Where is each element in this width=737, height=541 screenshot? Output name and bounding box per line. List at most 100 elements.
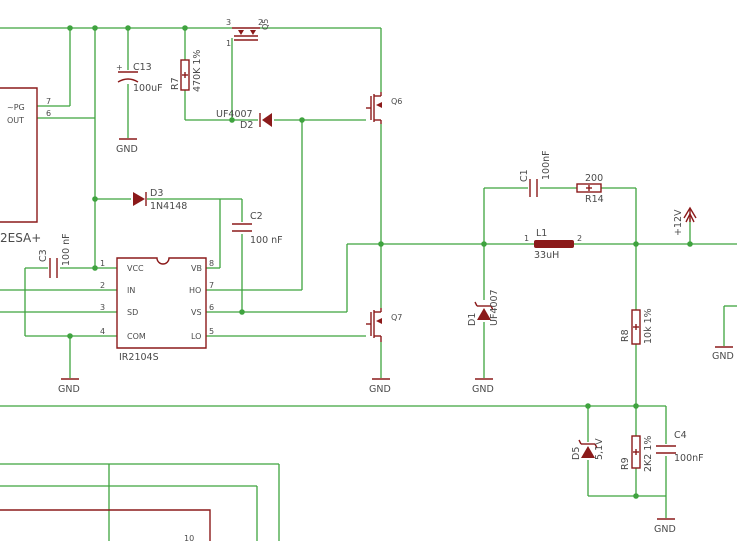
c2-value: 100 nF (250, 235, 283, 246)
gnd-label: GND (116, 144, 138, 155)
gnd-ir2104: GND (58, 378, 80, 395)
ic-pin-out-label: OUT (7, 116, 24, 125)
gnd-right: GND (712, 346, 734, 362)
resistor-r9: R9 2K2 1% (620, 435, 654, 472)
gnd-q7: GND (369, 378, 391, 395)
junction-dots (67, 25, 693, 499)
l1-pin2: 2 (577, 234, 582, 243)
ir2104-pin5-num: 5 (209, 327, 214, 336)
inductor-l1: 1 2 L1 33uH (520, 228, 582, 261)
c1-value: 100nF (541, 150, 552, 180)
c4-value: 100nF (674, 453, 704, 464)
gnd-label: GND (654, 524, 676, 535)
ir2104-in-label: IN (127, 286, 135, 295)
ic-pin6-number: 6 (46, 109, 51, 118)
ir2104-pin2-num: 2 (100, 281, 105, 290)
c1-ref: C1 (519, 169, 530, 182)
capacitor-c2: C2 100 nF (232, 211, 283, 246)
capacitor-c3: C3 100 nF (38, 233, 72, 278)
c3-value: 100 nF (61, 233, 72, 266)
q5-ref: Q5 (261, 19, 270, 30)
supply-12v: +12V (673, 206, 697, 236)
mosfet-q7: Q7 (366, 308, 402, 342)
d3-ref: D3 (150, 188, 163, 199)
l1-ref: L1 (536, 228, 547, 239)
regulator-ic-partial: ~PG OUT 7 6 2ESA+ (0, 87, 51, 245)
q5-pin2: 2 (258, 18, 263, 27)
l1-value: 33uH (534, 250, 559, 261)
d1-value: UF4007 (489, 289, 500, 326)
ic-pin7-number: 7 (46, 97, 51, 106)
c13-ref: C13 (133, 62, 152, 73)
resistor-r14: 200 R14 (576, 173, 604, 205)
zener-d5: D5 5,1V (571, 438, 605, 460)
r14-ref: R14 (585, 194, 604, 205)
ir2104-pin8-num: 8 (209, 259, 214, 268)
ir2104-pin1-num: 1 (100, 259, 105, 268)
r7-ref: R7 (170, 77, 181, 90)
capacitor-c4: C4 100nF (656, 430, 704, 464)
ir2104-lo-label: LO (191, 332, 201, 341)
c2-ref: C2 (250, 211, 263, 222)
ir2104-vb-label: VB (191, 264, 202, 273)
r9-value: 2K2 1% (643, 436, 654, 472)
q6-ref: Q6 (391, 97, 402, 106)
ir2104-pin3-num: 3 (100, 303, 105, 312)
q7-ref: Q7 (391, 313, 402, 322)
ir2104-vcc-label: VCC (127, 264, 144, 273)
d1-ref: D1 (467, 313, 478, 326)
d5-value: 5,1V (594, 438, 605, 460)
diode-d3: D3 1N4148 (133, 188, 187, 212)
gnd-label: GND (58, 384, 80, 395)
ir2104-pin6-num: 6 (209, 303, 214, 312)
r9-ref: R9 (620, 457, 631, 470)
r8-value: 10k 1% (643, 308, 654, 344)
diode-d1: D1 UF4007 (467, 289, 500, 326)
d5-ref: D5 (571, 447, 582, 460)
bottom-ic-body (0, 509, 211, 541)
d3-value: 1N4148 (150, 201, 187, 212)
capacitor-c1: C1 100nF (519, 150, 552, 197)
c13-value: 100uF (133, 83, 163, 94)
ic-body-partial (0, 87, 38, 223)
gnd-label: GND (369, 384, 391, 395)
ir2104-name: IR2104S (119, 352, 159, 363)
gnd-c4: GND (654, 518, 676, 535)
bottom-partial-text: 10 (184, 534, 194, 541)
gnd-c13: GND (116, 138, 138, 155)
ic-name-partial: 2ESA+ (0, 231, 41, 245)
r14-value: 200 (585, 173, 603, 184)
q5-pin3: 3 (226, 18, 231, 27)
ir2104-ho-label: HO (189, 286, 201, 295)
c4-ref: C4 (674, 430, 687, 441)
ir2104-vs-label: VS (191, 308, 202, 317)
gnd-label: GND (712, 351, 734, 362)
ic-pin-pg-label: ~PG (7, 103, 25, 112)
supply-label: +12V (673, 209, 684, 236)
capacitor-c13: + C13 100uF (116, 62, 163, 94)
resistor-r7: R7 470K 1% (170, 50, 203, 92)
mosfet-q5: 3 2 1 Q5 (226, 18, 270, 48)
ir2104-com-label: COM (127, 332, 146, 341)
ir2104-sd-label: SD (127, 308, 138, 317)
wires (0, 27, 737, 541)
gnd-label: GND (472, 384, 494, 395)
r8-ref: R8 (620, 329, 631, 342)
diode-d2: UF4007 D2 (216, 109, 272, 131)
d2-ref: D2 (240, 120, 253, 131)
c3-ref: C3 (38, 249, 49, 262)
bottom-ic-partial: 10 (0, 509, 211, 541)
mosfet-q6: Q6 (366, 92, 402, 124)
ir2104-pin7-num: 7 (209, 281, 214, 290)
r7-value: 470K 1% (192, 50, 203, 92)
svg-text:+: + (116, 63, 123, 72)
resistor-r8: R8 10k 1% (620, 308, 654, 345)
ir2104-pin4-num: 4 (100, 327, 105, 336)
q5-pin1: 1 (226, 39, 231, 48)
gate-driver-ir2104s: 1 2 3 4 VCC IN SD COM VB HO VS LO 8 7 6 … (100, 257, 214, 363)
d2-value: UF4007 (216, 109, 253, 120)
l1-pin1: 1 (524, 234, 529, 243)
ir2104-body (116, 257, 207, 349)
gnd-d1: GND (472, 378, 494, 395)
